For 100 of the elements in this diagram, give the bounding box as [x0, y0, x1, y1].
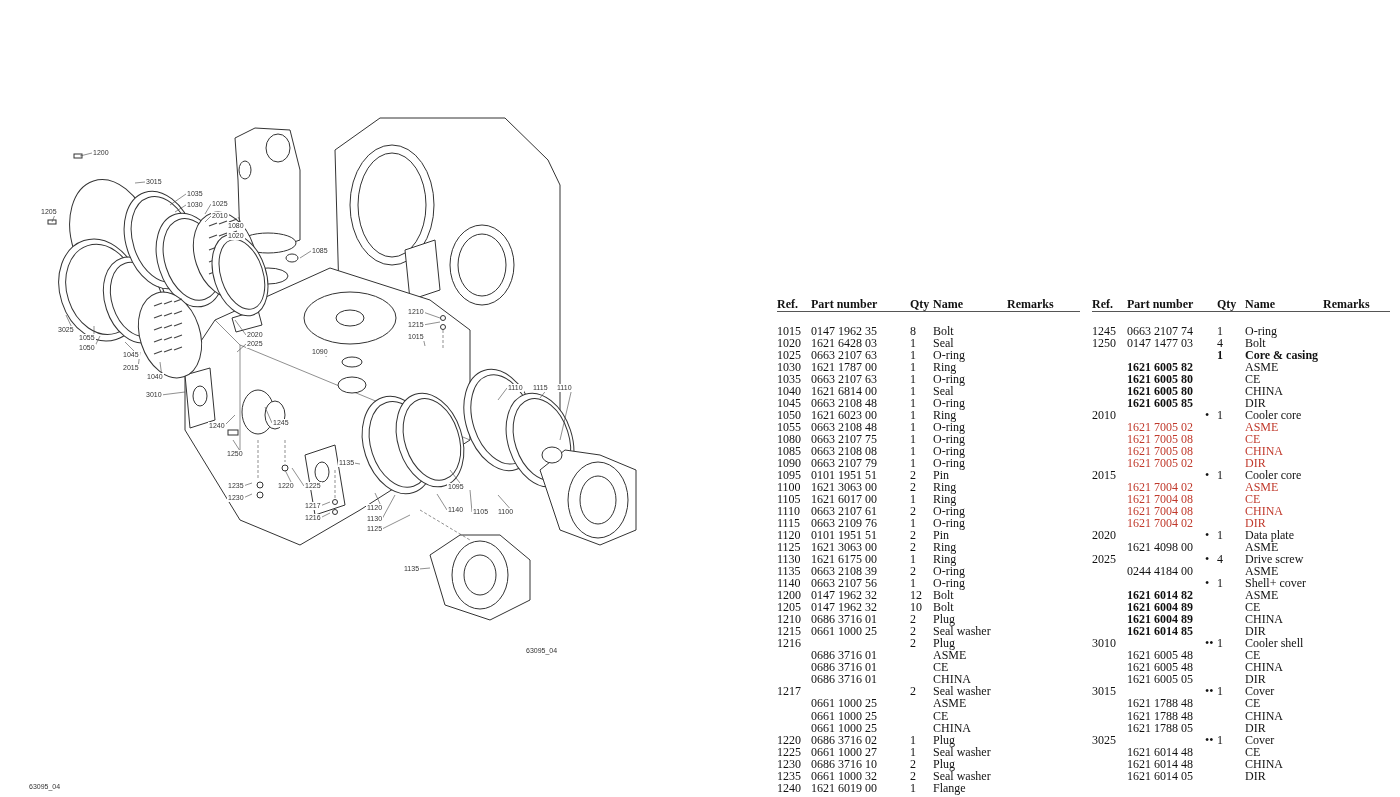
quantity: 1	[910, 409, 916, 422]
part-number: 0663 2107 56	[811, 577, 877, 590]
part-name: CHINA	[1245, 757, 1283, 770]
quantity: 4	[1217, 337, 1223, 350]
part-number: 0686 3716 01	[811, 661, 877, 674]
part-name: Seal washer	[933, 745, 991, 758]
quantity: 1	[910, 493, 916, 506]
quantity: 1	[910, 577, 916, 590]
ref-number: 2020	[1092, 529, 1116, 542]
part-number: 0663 2108 48	[811, 397, 877, 410]
column-header: Part number	[811, 298, 878, 310]
quantity: 2	[910, 757, 916, 770]
ref-number: 1015	[777, 325, 801, 337]
part-number: 0244 4184 00	[1127, 565, 1193, 578]
column-header: Remarks	[1007, 298, 1054, 310]
part-name: CHINA	[1245, 505, 1283, 518]
part-number: 0661 1000 25	[811, 721, 877, 734]
part-name: DIR	[1245, 721, 1266, 734]
ref-number: 1050	[777, 409, 801, 422]
ref-number: 1125	[777, 541, 801, 554]
part-number: 1621 4098 00	[1127, 541, 1193, 554]
variant-marker: ••	[1205, 685, 1214, 698]
part-number: 0661 1000 27	[811, 745, 877, 758]
part-number: 1621 3063 00	[811, 481, 877, 494]
ref-number: 1205	[777, 601, 801, 614]
part-number: 0661 1000 25	[811, 625, 877, 638]
quantity: 2	[910, 613, 916, 626]
ref-number: 1216	[777, 637, 801, 650]
part-name: Plug	[933, 637, 955, 650]
column-header: Name	[1245, 298, 1275, 310]
part-name: Plug	[933, 613, 955, 626]
part-name: Shell+ cover	[1245, 577, 1307, 590]
ref-number: 1217	[777, 685, 801, 698]
part-number: 1621 6014 48	[1127, 745, 1193, 758]
part-name: DIR	[1245, 769, 1266, 782]
part-number: 1621 6014 48	[1127, 757, 1193, 770]
part-name: Bolt	[933, 325, 954, 337]
part-name: Ring	[933, 481, 957, 494]
part-name: O-ring	[933, 457, 965, 470]
part-name: Seal	[933, 337, 954, 350]
part-name: DIR	[1245, 625, 1266, 638]
part-name: O-ring	[933, 433, 965, 446]
column-header: Ref.	[777, 298, 798, 310]
part-number: 0663 2107 75	[811, 433, 877, 446]
variant-marker: ••	[1205, 637, 1214, 650]
part-name: O-ring	[933, 505, 965, 518]
ref-number: 1090	[777, 457, 801, 470]
part-name: Plug	[933, 733, 955, 746]
part-name: Seal washer	[933, 685, 991, 698]
part-name: Pin	[933, 529, 949, 542]
part-number: 1621 6005 85	[1127, 397, 1193, 410]
part-number: 0663 2107 79	[811, 457, 877, 470]
part-name: Ring	[933, 409, 957, 422]
ref-number: 1055	[777, 421, 801, 434]
part-number: 1621 7004 02	[1127, 481, 1193, 494]
quantity: 1	[1217, 733, 1223, 746]
variant-marker: •	[1205, 529, 1210, 542]
part-number: 1621 6005 80	[1127, 385, 1193, 398]
quantity: 1	[1217, 529, 1223, 542]
quantity: 12	[910, 589, 922, 602]
ref-number: 1045	[777, 397, 801, 410]
part-name: ASME	[1245, 565, 1279, 578]
ref-number: 1030	[777, 361, 801, 374]
part-number: 0101 1951 51	[811, 529, 877, 542]
variant-marker: •	[1205, 553, 1210, 566]
ref-number: 3025	[1092, 733, 1116, 746]
part-name: ASME	[1245, 421, 1279, 434]
part-number: 1621 7004 08	[1127, 505, 1193, 518]
part-name: CE	[1245, 697, 1261, 710]
part-number: 1621 6005 48	[1127, 661, 1193, 674]
part-name: O-ring	[933, 565, 965, 578]
quantity: 1	[910, 349, 916, 362]
column-header: Name	[933, 298, 963, 310]
part-name: CHINA	[1245, 385, 1283, 398]
ref-number: 1115	[777, 517, 801, 530]
part-number: 1621 6023 00	[811, 409, 877, 422]
variant-marker: ••	[1205, 733, 1214, 746]
quantity: 2	[910, 529, 916, 542]
part-number: 1621 6017 00	[811, 493, 877, 506]
ref-number: 1130	[777, 553, 801, 566]
quantity: 10	[910, 601, 922, 614]
ref-number: 3010	[1092, 637, 1116, 650]
part-number: 0686 3716 01	[811, 613, 877, 626]
part-number: 0147 1962 32	[811, 589, 877, 602]
quantity: 1	[910, 517, 916, 530]
part-name: ASME	[1245, 481, 1279, 494]
quantity: 1	[910, 733, 916, 746]
part-name: Flange	[933, 781, 966, 794]
part-name: O-ring	[933, 577, 965, 590]
ref-number: 1240	[777, 781, 801, 794]
part-number: 1621 7005 02	[1127, 421, 1193, 434]
quantity: 1	[910, 337, 916, 350]
quantity: 1	[910, 385, 916, 398]
part-name: CHINA	[1245, 445, 1283, 458]
part-name: Drive screw	[1245, 553, 1304, 566]
part-name: Cooler core	[1245, 469, 1302, 482]
part-number: 1621 6175 00	[811, 553, 877, 566]
part-number: 0663 2107 63	[811, 373, 877, 386]
part-name: ASME	[933, 697, 967, 710]
quantity: 1	[910, 397, 916, 410]
